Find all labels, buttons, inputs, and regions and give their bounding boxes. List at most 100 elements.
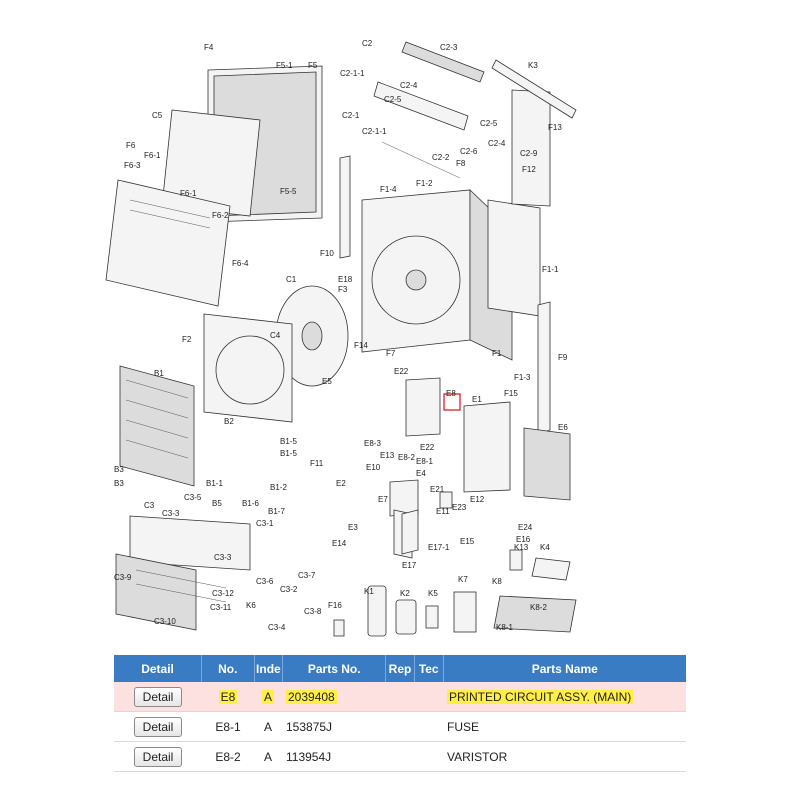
parts-name: FUSE — [447, 719, 480, 734]
part-number: E8-2 — [215, 749, 241, 764]
part-label: C2-5 — [384, 95, 402, 104]
part-label: K8-1 — [496, 623, 513, 632]
detail-button[interactable]: Detail — [133, 716, 183, 737]
part-label: E16 — [516, 535, 531, 544]
part-label: E14 — [332, 539, 347, 548]
accessories — [333, 549, 577, 637]
detail-button[interactable]: Detail — [133, 686, 183, 707]
part-label: F6-1 — [144, 151, 161, 160]
part-number: E8-1 — [215, 719, 241, 734]
part-label: K1 — [364, 587, 374, 596]
parts-no: 153875J — [286, 719, 333, 734]
part-label: B1-1 — [206, 479, 223, 488]
part-label: F1-3 — [514, 373, 531, 382]
part-label: C3 — [144, 501, 155, 510]
part-label: C2-1-1 — [340, 69, 365, 78]
part-label: C4 — [270, 331, 281, 340]
part-label: E22 — [420, 443, 435, 452]
part-label: C3-4 — [268, 623, 286, 632]
part-label: F5 — [308, 61, 318, 70]
part-index: A — [263, 719, 272, 734]
part-label: E24 — [518, 523, 533, 532]
part-label: F6-4 — [232, 259, 249, 268]
part-label: B1 — [154, 369, 164, 378]
part-label: E4 — [416, 469, 426, 478]
part-label: C3-2 — [280, 585, 298, 594]
part-label: B1-7 — [268, 507, 285, 516]
part-label: C3-10 — [154, 617, 176, 626]
part-label: B5 — [212, 499, 222, 508]
part-label: E23 — [452, 503, 467, 512]
part-label: E12 — [470, 495, 485, 504]
heat-exchanger — [119, 365, 195, 487]
detail-button[interactable]: Detail — [133, 746, 183, 767]
part-label: K8-2 — [530, 603, 547, 612]
part-label: K4 — [540, 543, 550, 552]
part-label: C3-6 — [256, 577, 274, 586]
part-label: K2 — [400, 589, 410, 598]
part-label: K6 — [246, 601, 256, 610]
part-label: B3 — [114, 479, 124, 488]
table-row: Detail E8 A 2039408 PRINTED CIRCUIT ASSY… — [114, 682, 686, 712]
part-label: B3 — [114, 465, 124, 474]
part-label: E6 — [558, 423, 568, 432]
front-panel-assembly — [105, 65, 323, 307]
part-label: C3-5 — [184, 493, 202, 502]
part-label: F1-4 — [380, 185, 397, 194]
part-label: E2 — [336, 479, 346, 488]
part-label: E17 — [402, 561, 417, 570]
part-label: F2 — [182, 335, 192, 344]
part-label: F6-3 — [124, 161, 141, 170]
part-label: E18 — [338, 275, 353, 284]
part-label: K3 — [528, 61, 538, 70]
drain-pan-assembly — [115, 515, 251, 631]
callout-e8 — [443, 393, 461, 411]
table-header: Detail No. Inde Parts No. Rep Tec Parts … — [114, 655, 686, 682]
part-label: F1-2 — [416, 179, 433, 188]
electrical-box — [389, 377, 571, 559]
part-label: B1-5 — [280, 437, 297, 446]
part-index: A — [261, 689, 274, 704]
part-label: E13 — [380, 451, 395, 460]
part-label: C5 — [152, 111, 163, 120]
part-label: F16 — [328, 601, 342, 610]
table-row: Detail E8-1 A 153875J FUSE — [114, 712, 686, 742]
part-label: B1-5 — [280, 449, 297, 458]
part-number: E8 — [218, 689, 238, 704]
part-label: F11 — [310, 459, 324, 468]
part-label: C3-7 — [298, 571, 316, 580]
part-label: K13 — [514, 543, 529, 552]
part-index: A — [263, 749, 272, 764]
part-label: C3-3 — [162, 509, 180, 518]
part-label: C2-4 — [488, 139, 506, 148]
part-label: E21 — [430, 485, 445, 494]
part-label: C2-1 — [342, 111, 360, 120]
part-label: E15 — [460, 537, 475, 546]
part-label: F7 — [386, 349, 396, 358]
part-label: C2-1-1 — [362, 127, 387, 136]
part-label: F4 — [204, 43, 214, 52]
part-label: C2-3 — [440, 43, 458, 52]
parts-table: Detail No. Inde Parts No. Rep Tec Parts … — [114, 655, 686, 772]
part-label: B1-6 — [242, 499, 259, 508]
part-label: F6-2 — [212, 211, 229, 220]
part-label: E7 — [378, 495, 388, 504]
part-label: C3-9 — [114, 573, 132, 582]
parts-name: PRINTED CIRCUIT ASSY. (MAIN) — [447, 689, 634, 704]
part-label: C2-6 — [460, 147, 478, 156]
part-label: E10 — [366, 463, 381, 472]
part-label: C3-8 — [304, 607, 322, 616]
part-label: F8 — [456, 159, 466, 168]
header-tec: Tec — [415, 655, 444, 682]
header-index: Inde — [255, 655, 284, 682]
part-label: C2 — [362, 39, 373, 48]
header-no: No. — [202, 655, 255, 682]
part-label: E5 — [322, 377, 332, 386]
header-rep: Rep — [386, 655, 415, 682]
part-label: C2-2 — [432, 153, 450, 162]
fan-assembly — [203, 285, 349, 423]
part-label: F5-1 — [276, 61, 293, 70]
part-label: B2 — [224, 417, 234, 426]
